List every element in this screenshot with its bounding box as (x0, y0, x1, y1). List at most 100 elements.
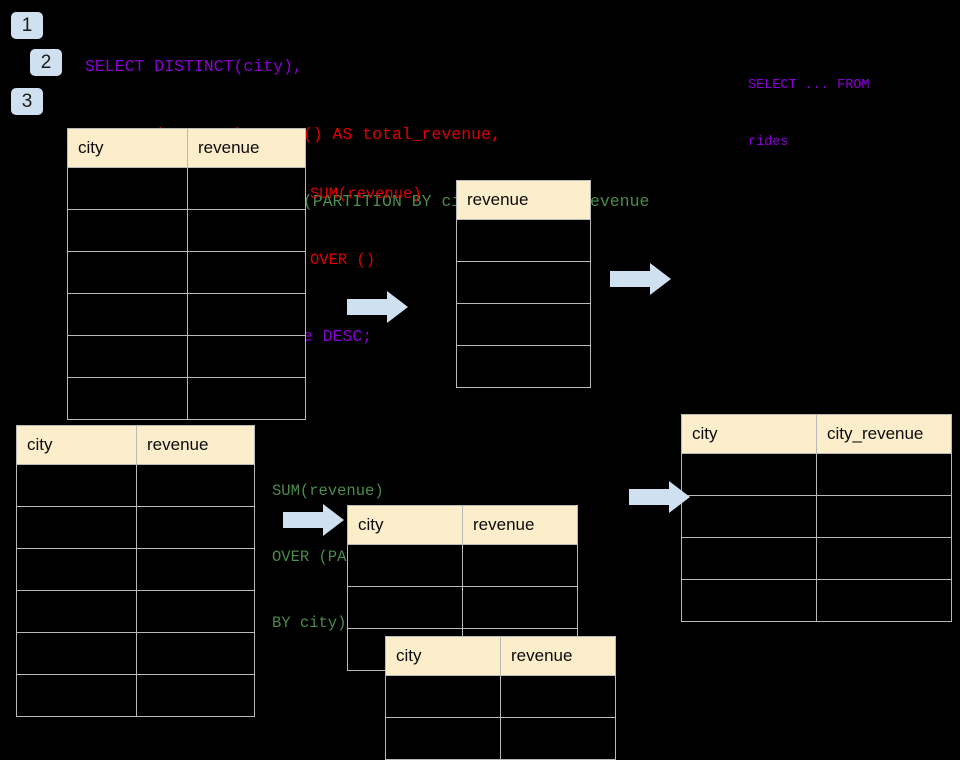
column-header-city: city (16, 425, 137, 465)
table-row (385, 717, 616, 760)
column-header-revenue: revenue (462, 505, 578, 545)
table-row (67, 377, 306, 420)
annotation-over-all-line-2: OVER () (310, 251, 376, 269)
table-row (67, 293, 306, 336)
table-row (67, 167, 306, 210)
table-row (681, 537, 952, 580)
table-cell (187, 293, 306, 336)
arrow-right-4 (629, 480, 691, 514)
table-total-revenue: revenue (456, 180, 591, 388)
table-cell (16, 506, 137, 549)
table-cell (347, 544, 463, 587)
sql-aside-note: SELECT ... FROM rides (748, 38, 870, 171)
table-cell (681, 453, 817, 496)
table-cell (187, 251, 306, 294)
table-row (681, 495, 952, 538)
table-cell (136, 674, 255, 717)
sql-aside-line-2: rides (748, 135, 789, 150)
table-cell (67, 251, 188, 294)
column-header-revenue: revenue (500, 636, 616, 676)
table-cell (16, 632, 137, 675)
table-cell (385, 717, 501, 760)
table-row (681, 453, 952, 496)
column-header-city: city (67, 128, 188, 168)
table-cell (456, 219, 591, 262)
table-cell (136, 590, 255, 633)
table-row (347, 544, 578, 587)
column-header-revenue: revenue (187, 128, 306, 168)
table-row (456, 219, 591, 262)
table-cell (456, 345, 591, 388)
step-badge-2: 2 (30, 49, 62, 76)
table-cell (16, 674, 137, 717)
arrow-right-2 (610, 262, 672, 296)
table-cell (67, 167, 188, 210)
table-cell (456, 303, 591, 346)
table-row (67, 335, 306, 378)
table-cell (187, 209, 306, 252)
arrow-right-icon (347, 291, 408, 323)
step-badge-3: 3 (11, 88, 43, 115)
table-cell (136, 548, 255, 591)
table-row (16, 590, 255, 633)
table-cell (500, 675, 616, 718)
table-cell (816, 579, 952, 622)
table-row (456, 345, 591, 388)
table-cell (681, 537, 817, 580)
table-cell (347, 586, 463, 629)
arrow-right-1 (347, 290, 409, 324)
table-cell (136, 506, 255, 549)
table-cell (16, 590, 137, 633)
table-cell (16, 464, 137, 507)
table-cell (67, 377, 188, 420)
table-row (456, 261, 591, 304)
table-row (456, 303, 591, 346)
arrow-right-icon (283, 504, 344, 536)
table-cell (67, 335, 188, 378)
table-header-row: revenue (456, 180, 591, 220)
table-cell (816, 453, 952, 496)
table-row (16, 632, 255, 675)
sql-aside-line-1: SELECT ... FROM (748, 78, 870, 93)
table-row (16, 464, 255, 507)
table-cell (500, 717, 616, 760)
annotation-over-all: SUM(revenue) OVER () (310, 139, 422, 293)
table-cell (67, 209, 188, 252)
sql-line-1: SELECT DISTINCT(city), (85, 57, 303, 76)
table-cell (187, 377, 306, 420)
table-row (16, 548, 255, 591)
table-cell (456, 261, 591, 304)
column-header-city_revenue: city_revenue (816, 414, 952, 454)
table-cell (16, 548, 137, 591)
table-row (681, 579, 952, 622)
table-cell (462, 544, 578, 587)
annotation-over-partition-line-1: SUM(revenue) (272, 482, 384, 500)
step-badge-1: 1 (11, 12, 43, 39)
arrow-right-3 (283, 503, 345, 537)
table-cell (385, 675, 501, 718)
table-cell (136, 464, 255, 507)
table-row (347, 586, 578, 629)
table-cell (681, 579, 817, 622)
table-row (385, 675, 616, 718)
column-header-city: city (385, 636, 501, 676)
table-cell (462, 586, 578, 629)
table-row (16, 674, 255, 717)
table-cell (67, 293, 188, 336)
table-row (16, 506, 255, 549)
table-cell (187, 167, 306, 210)
table-cell (187, 335, 306, 378)
column-header-city: city (347, 505, 463, 545)
table-cell (681, 495, 817, 538)
column-header-revenue: revenue (456, 180, 591, 220)
table-cell (136, 632, 255, 675)
table-cell (816, 495, 952, 538)
